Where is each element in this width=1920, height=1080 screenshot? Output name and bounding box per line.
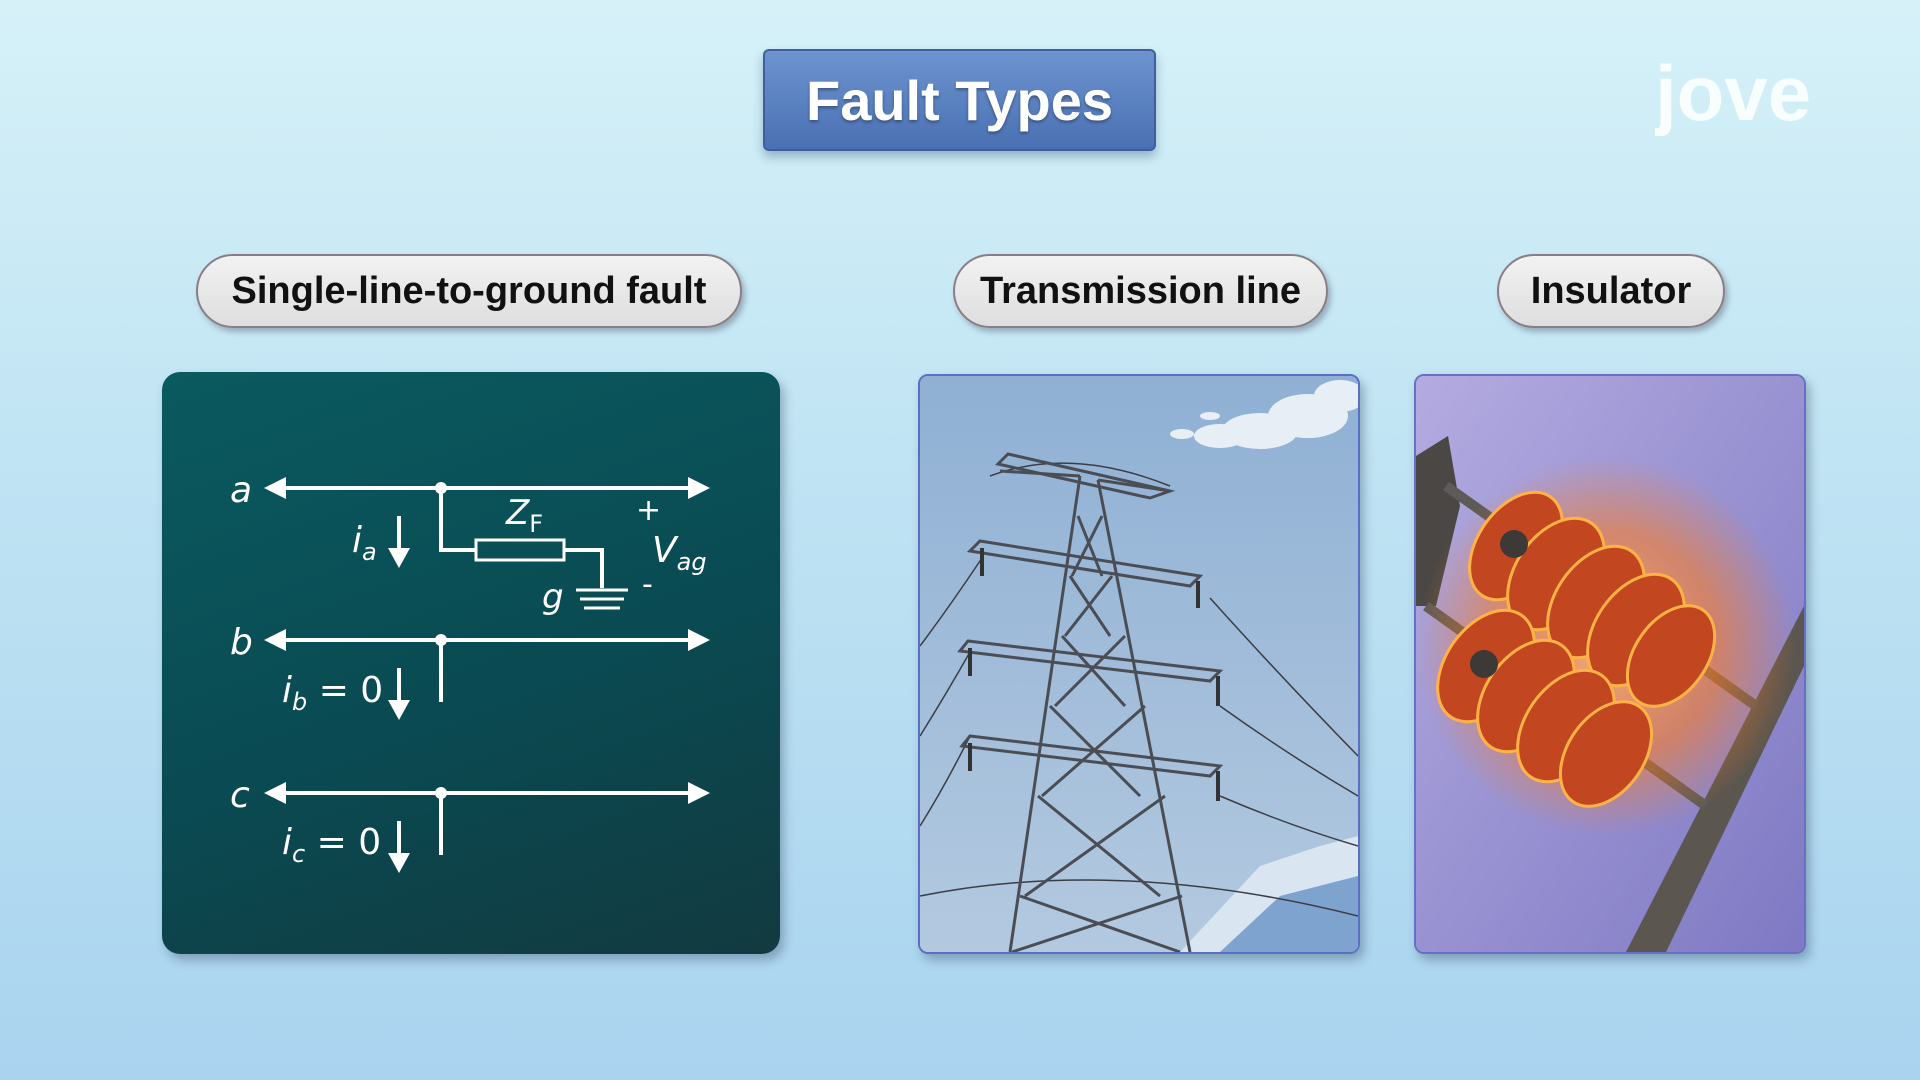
ground-lead (564, 548, 604, 588)
current-c-arrow-head (388, 853, 410, 873)
junction-a (435, 482, 447, 494)
phase-b-left-arrow (264, 629, 286, 651)
phase-a-left-arrow (264, 477, 286, 499)
current-b-label: ib = 0 (282, 670, 383, 716)
tower-insulators (968, 548, 1220, 801)
current-c-label: ic = 0 (282, 822, 381, 868)
current-a-arrow-head (388, 548, 410, 568)
junction-b (435, 634, 447, 646)
page-title: Fault Types (763, 49, 1156, 151)
mounting-bracket (1416, 436, 1460, 606)
impedance-label: ZF (505, 493, 543, 538)
phase-b-label: b (230, 622, 253, 663)
label-slg-fault: Single-line-to-ground fault (196, 254, 742, 328)
fault-diagram-panel: a b c ia ib = 0 ic = 0 ZF g + - Vag (162, 372, 780, 954)
current-a-label: ia (352, 520, 377, 566)
phase-b-right-arrow (688, 629, 710, 651)
glowing-insulator-icon (1416, 376, 1804, 952)
phase-a-label: a (230, 470, 252, 511)
cloud-shape (1170, 380, 1358, 449)
junction-c (435, 787, 447, 799)
fault-branch (439, 488, 476, 552)
transmission-line-panel (918, 374, 1360, 954)
voltage-label: Vag (652, 530, 707, 576)
ground-label: g (542, 577, 564, 617)
phase-c-left-arrow (264, 782, 286, 804)
label-insulator: Insulator (1497, 254, 1725, 328)
insulator-panel (1414, 374, 1806, 954)
phase-a-right-arrow (688, 477, 710, 499)
ground-symbol (576, 588, 628, 610)
logo-text: jove (1655, 52, 1811, 137)
transmission-tower-icon (920, 376, 1358, 952)
tower-lattice (957, 452, 1224, 952)
label-transmission-line: Transmission line (953, 254, 1328, 328)
jove-logo-icon: jove (1655, 52, 1835, 147)
voltage-minus-sign: - (642, 567, 653, 602)
slg-fault-circuit: a b c ia ib = 0 ic = 0 ZF g + - Vag (230, 470, 710, 873)
fault-impedance (474, 538, 566, 562)
disc-caps (1470, 530, 1528, 678)
voltage-plus-sign: + (636, 493, 661, 528)
phase-c-right-arrow (688, 782, 710, 804)
phase-c-label: c (230, 775, 250, 816)
power-wires (920, 462, 1358, 917)
current-b-arrow-head (388, 700, 410, 720)
